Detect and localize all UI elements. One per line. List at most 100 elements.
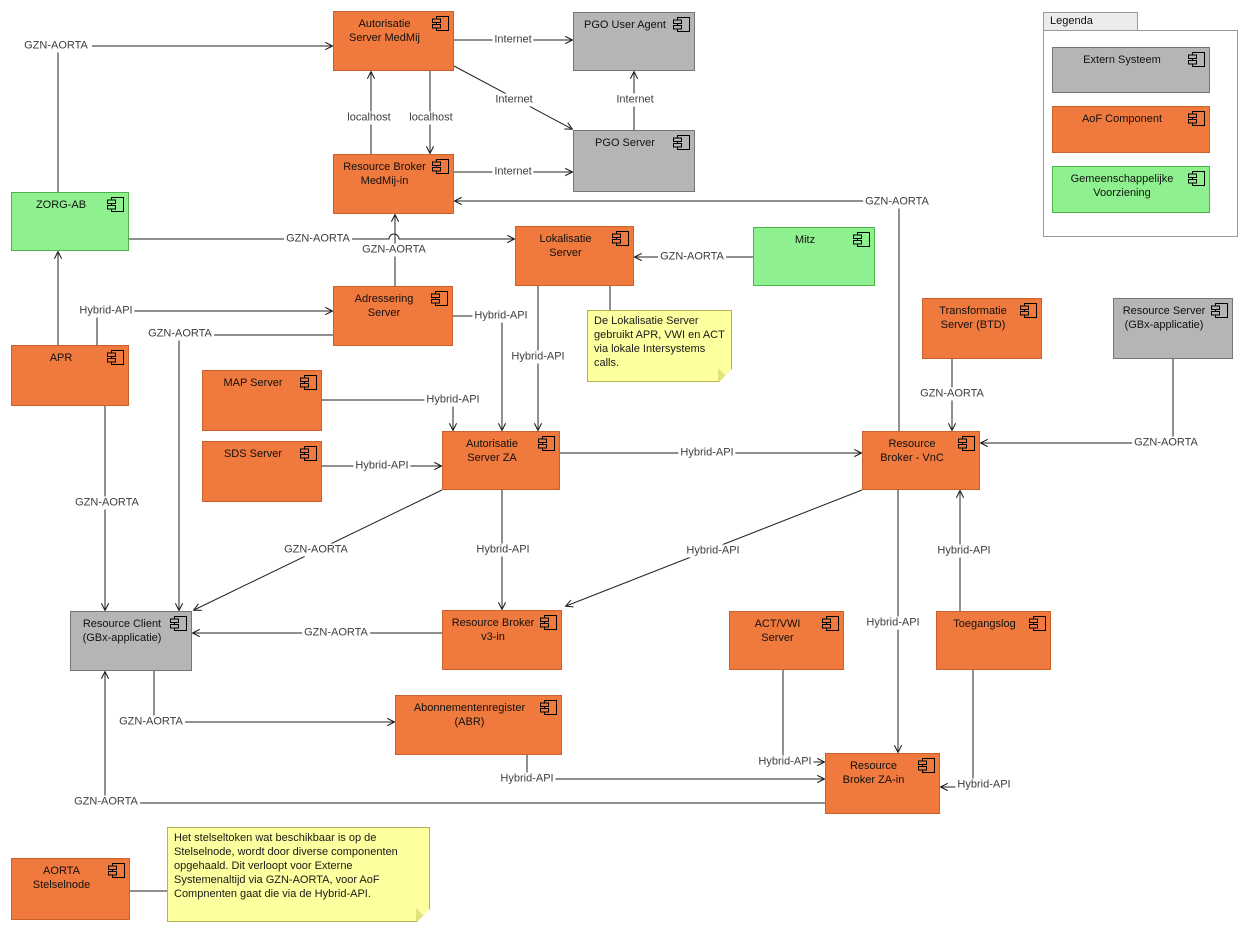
edge-label: Hybrid-API: [864, 616, 922, 630]
edge: [782, 670, 824, 762]
node-label: Gemeenschappelijke Voorziening: [1070, 173, 1174, 199]
node-resource-broker-medmij-in[interactable]: Resource Broker MedMij-in: [333, 154, 454, 214]
edge-label: Hybrid-API: [424, 393, 482, 407]
edge-label: GZN-AORTA: [22, 39, 90, 53]
component-icon: [107, 350, 124, 365]
node-label: Toegangslog: [953, 618, 1016, 630]
node-label: AoF Component: [1081, 113, 1163, 125]
legend-title: Legenda: [1050, 15, 1093, 27]
node-apr[interactable]: APR: [11, 345, 129, 406]
edge-label: Hybrid-API: [509, 350, 567, 364]
node-lokalisatie-server[interactable]: Lokalisatie Server: [515, 226, 634, 286]
edge-label: Internet: [614, 93, 656, 107]
node-resource-client-gbx[interactable]: Resource Client (GBx-applicatie): [70, 611, 192, 671]
component-icon: [853, 232, 870, 247]
node-adressering-server[interactable]: Adressering Server: [333, 286, 453, 346]
node-zorg-ab[interactable]: ZORG-AB: [11, 192, 129, 251]
node-label: PGO User Agent: [584, 19, 666, 31]
edge-label: Hybrid-API: [684, 544, 742, 558]
edge-label: GZN-AORTA: [863, 195, 931, 209]
edge-label: Hybrid-API: [756, 755, 814, 769]
edge-label: GZN-AORTA: [146, 327, 214, 341]
legend-item-aof-component[interactable]: AoF Component: [1052, 106, 1210, 153]
node-resource-broker-v3-in[interactable]: Resource Broker v3-in: [442, 610, 562, 670]
component-icon: [538, 436, 555, 451]
node-label: Resource Broker MedMij-in: [343, 161, 426, 187]
node-map-server[interactable]: MAP Server: [202, 370, 322, 431]
component-icon: [540, 615, 557, 630]
node-label: APR: [49, 352, 73, 364]
component-icon: [107, 197, 124, 212]
component-icon: [1188, 52, 1205, 67]
node-label: Autorisatie Server MedMij: [349, 18, 420, 44]
node-label: Transformatie Server (BTD): [939, 305, 1007, 331]
edge-label: Hybrid-API: [474, 543, 532, 557]
node-transformatie-server-btd[interactable]: Transformatie Server (BTD): [922, 298, 1042, 359]
node-label: Resource Broker v3-in: [451, 617, 535, 643]
node-pgo-user-agent[interactable]: PGO User Agent: [573, 12, 695, 71]
node-aorta-stelselnode[interactable]: AORTA Stelselnode: [11, 858, 130, 920]
node-act-vwi-server[interactable]: ACT/VWI Server: [729, 611, 844, 670]
edge-label: GZN-AORTA: [284, 232, 352, 246]
component-icon: [300, 446, 317, 461]
edge: [453, 315, 502, 430]
component-icon: [1211, 303, 1228, 318]
note-stelseltoken[interactable]: Het stelseltoken wat beschikbaar is op d…: [167, 827, 430, 922]
node-label: ZORG-AB: [35, 199, 87, 211]
node-label: PGO Server: [595, 137, 655, 149]
edge-label: Hybrid-API: [955, 778, 1013, 792]
edge-label: Hybrid-API: [678, 446, 736, 460]
note-lokalisatie[interactable]: De Lokalisatie Server gebruikt APR, VWI …: [587, 310, 732, 382]
component-icon: [540, 700, 557, 715]
edge-label: Internet: [492, 33, 534, 47]
node-label: SDS Server: [223, 448, 283, 460]
edge-label: localhost: [407, 111, 455, 125]
legend-item-gemeenschappelijke-voorziening[interactable]: Gemeenschappelijke Voorziening: [1052, 166, 1210, 213]
node-label: Resource Server (GBx-applicatie): [1122, 305, 1206, 331]
node-sds-server[interactable]: SDS Server: [202, 441, 322, 502]
node-label: Mitz: [794, 234, 816, 246]
node-pgo-server[interactable]: PGO Server: [573, 130, 695, 192]
edge-label: Internet: [492, 165, 534, 179]
edge-label: GZN-AORTA: [302, 626, 370, 640]
node-resource-broker-za-in[interactable]: Resource Broker ZA-in: [825, 753, 940, 814]
node-toegangslog[interactable]: Toegangslog: [936, 611, 1051, 670]
component-icon: [431, 291, 448, 306]
component-icon: [612, 231, 629, 246]
component-icon: [170, 616, 187, 631]
edge: [941, 670, 974, 787]
component-icon: [108, 863, 125, 878]
component-icon: [673, 135, 690, 150]
component-icon: [1188, 111, 1205, 126]
edge-label: GZN-AORTA: [658, 250, 726, 264]
edge-label: localhost: [345, 111, 393, 125]
node-autorisatie-server-za[interactable]: Autorisatie Server ZA: [442, 431, 560, 490]
node-label: AORTA Stelselnode: [32, 865, 91, 891]
edge-label: GZN-AORTA: [360, 243, 428, 257]
node-resource-broker-vnc[interactable]: Resource Broker - VnC: [862, 431, 980, 490]
legend-item-extern-systeem[interactable]: Extern Systeem: [1052, 47, 1210, 93]
component-icon: [432, 159, 449, 174]
component-icon: [918, 758, 935, 773]
edge-label: GZN-AORTA: [918, 387, 986, 401]
edge-label: GZN-AORTA: [72, 795, 140, 809]
node-resource-server-gbx[interactable]: Resource Server (GBx-applicatie): [1113, 298, 1233, 359]
edge-label: GZN-AORTA: [282, 543, 350, 557]
component-icon: [673, 17, 690, 32]
edge: [981, 359, 1174, 443]
node-autorisatie-server-medmij[interactable]: Autorisatie Server MedMij: [333, 11, 454, 71]
component-icon: [300, 375, 317, 390]
node-label: Lokalisatie Server: [539, 233, 592, 259]
edge-label: GZN-AORTA: [73, 496, 141, 510]
node-label: ACT/VWI Server: [754, 618, 801, 644]
node-mitz[interactable]: Mitz: [753, 227, 875, 286]
edge-label: GZN-AORTA: [117, 715, 185, 729]
edge-label: Hybrid-API: [498, 772, 556, 786]
edge-label: Hybrid-API: [472, 309, 530, 323]
component-icon: [822, 616, 839, 631]
node-label: Resource Broker - VnC: [880, 438, 944, 464]
node-abonnementenregister-abr[interactable]: Abonnementenregister (ABR): [395, 695, 562, 755]
node-label: Adressering Server: [354, 293, 414, 319]
legend-tab: Legenda: [1043, 12, 1138, 31]
node-label: Autorisatie Server ZA: [466, 438, 518, 464]
